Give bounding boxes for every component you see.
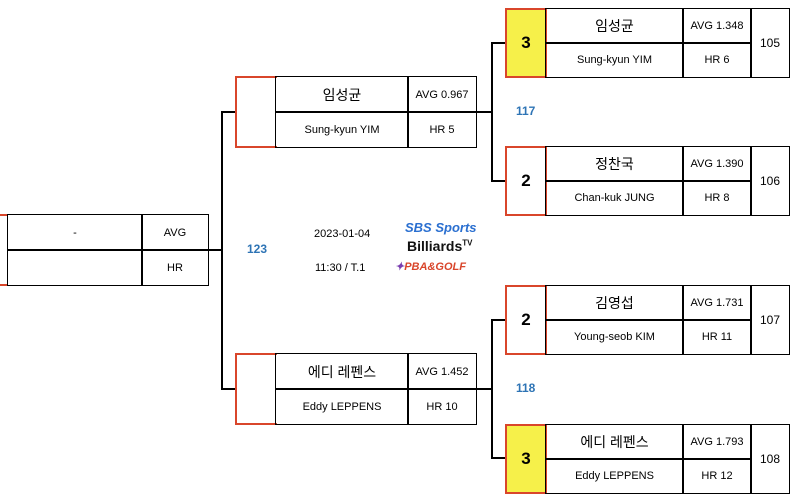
q4-player-name-ko: 에디 레펜스 [545,424,684,460]
final-player-name-ko: - [7,214,143,251]
connector-final-vertical [221,111,223,390]
q2-player-name-ko: 정찬국 [545,146,684,182]
q3-match-number: 107 [750,285,790,355]
connector-q3 [491,319,505,321]
logo-peacock-icon: ✦ [395,261,405,273]
connector-semi2-out [476,388,493,390]
semi2-player-name-en: Eddy LEPPENS [275,388,409,425]
semi2-player-name-ko: 에디 레펜스 [275,353,409,390]
final-avg: AVG [141,214,209,251]
logo-tv-sup: TV [462,238,473,248]
connector-q4 [491,457,505,459]
connector-q2 [491,180,505,182]
q4-hr: HR 12 [682,458,752,494]
q3-avg: AVG 1.731 [682,285,752,321]
semi2-red-left [235,353,237,425]
final-red-marker-bottom [0,284,8,286]
semi2-red-bottom [235,423,277,425]
connector-q1 [491,42,505,44]
final-player-name-en [7,249,143,286]
semi2-avg: AVG 1.452 [407,353,477,390]
q1-player-name-en: Sung-kyun YIM [545,42,684,78]
q1-player-name-ko: 임성균 [545,8,684,44]
connector-semi-bottom [221,388,235,390]
q3-score: 2 [505,285,547,355]
q2-hr: HR 8 [682,180,752,216]
semi1-red-bottom [235,146,277,148]
logo-pba-golf-text: PBA&GOLF [404,261,466,273]
logo-pba-golf: ✦PBA&GOLF [395,260,466,273]
q3-hr: HR 11 [682,319,752,355]
final-hr: HR [141,249,209,286]
semi1-red-left [235,76,237,148]
match-time-table: 11:30 / T.1 [315,262,366,274]
semi2-match-number: 118 [516,381,536,395]
final-red-marker [0,214,8,216]
logo-billiards-text: Billiards [407,238,463,254]
q4-avg: AVG 1.793 [682,424,752,460]
logo-billiards: BilliardsTV [407,238,472,254]
q2-score: 2 [505,146,547,216]
semi2-red-top [235,353,277,355]
connector-semi1-vertical [491,42,493,182]
q2-match-number: 106 [750,146,790,216]
quarter-card-4: 3 에디 레펜스 Eddy LEPPENS AVG 1.793 HR 12 10… [505,424,790,494]
q1-score: 3 [505,8,547,78]
q2-avg: AVG 1.390 [682,146,752,182]
quarter-card-2: 2 정찬국 Chan-kuk JUNG AVG 1.390 HR 8 106 [505,146,790,216]
q2-player-name-en: Chan-kuk JUNG [545,180,684,216]
final-match-number: 123 [247,242,268,256]
broadcaster-logo: SBS Sports BilliardsTV ✦PBA&GOLF [393,220,485,278]
semi1-red-top [235,76,277,78]
q4-player-name-en: Eddy LEPPENS [545,458,684,494]
connector-final [208,249,222,251]
semi2-hr: HR 10 [407,388,477,425]
q4-match-number: 108 [750,424,790,494]
q4-score: 3 [505,424,547,494]
semi1-match-number: 117 [516,104,536,118]
final-card: - AVG HR [0,214,209,286]
q3-player-name-ko: 김영섭 [545,285,684,321]
logo-sbs-sports: SBS Sports [405,220,477,235]
semi-card-1: 임성균 Sung-kyun YIM AVG 0.967 HR 5 [235,76,477,148]
semi-card-2: 에디 레펜스 Eddy LEPPENS AVG 1.452 HR 10 [235,353,477,425]
q1-match-number: 105 [750,8,790,78]
semi1-hr: HR 5 [407,111,477,148]
connector-semi1-out [476,111,493,113]
q1-avg: AVG 1.348 [682,8,752,44]
semi1-player-name-en: Sung-kyun YIM [275,111,409,148]
q1-hr: HR 6 [682,42,752,78]
connector-semi-top [221,111,235,113]
quarter-card-3: 2 김영섭 Young-seob KIM AVG 1.731 HR 11 107 [505,285,790,355]
semi1-avg: AVG 0.967 [407,76,477,113]
q3-player-name-en: Young-seob KIM [545,319,684,355]
quarter-card-1: 3 임성균 Sung-kyun YIM AVG 1.348 HR 6 105 [505,8,790,78]
connector-semi2-vertical [491,319,493,459]
semi1-player-name-ko: 임성균 [275,76,409,113]
match-date: 2023-01-04 [314,228,371,240]
